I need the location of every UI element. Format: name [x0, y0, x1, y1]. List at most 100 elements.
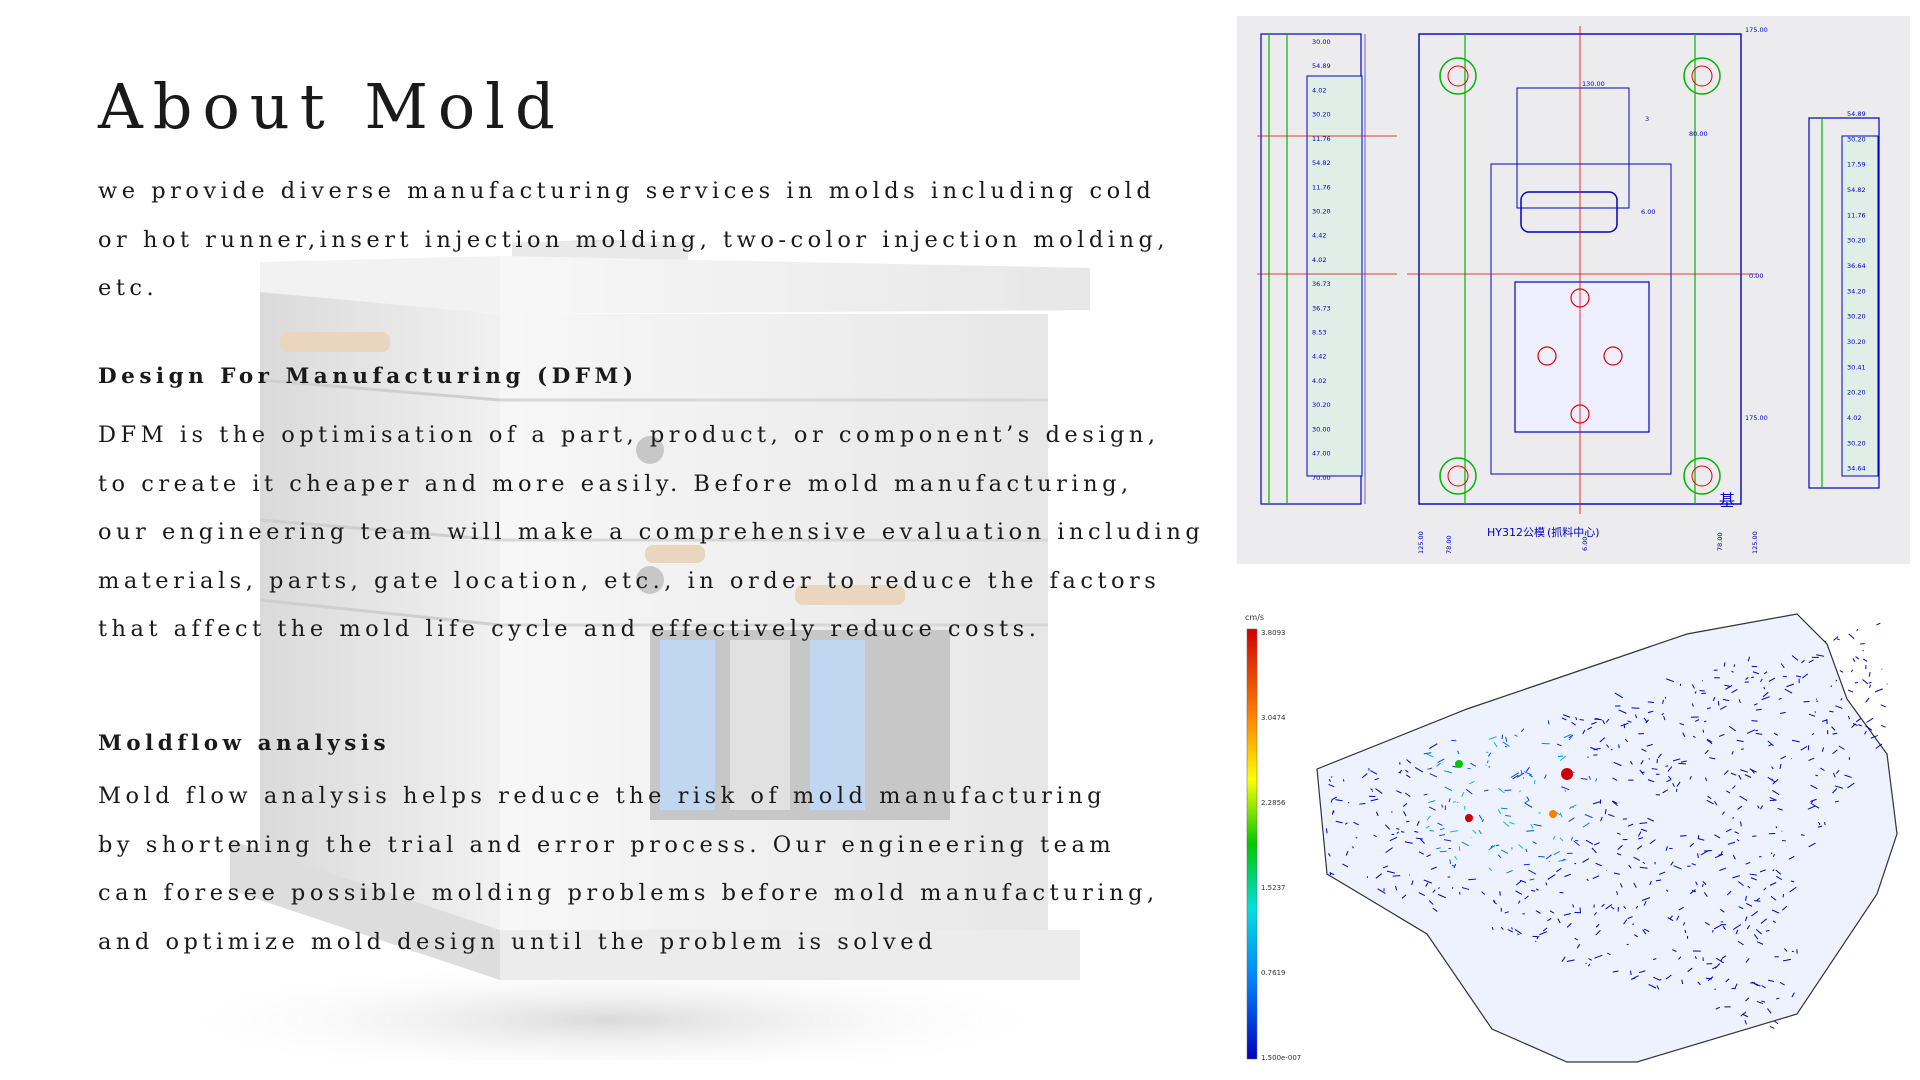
flow-vector — [1673, 758, 1681, 762]
flow-vector — [1493, 742, 1498, 748]
flow-vector — [1697, 853, 1699, 858]
flow-vector — [1561, 786, 1570, 791]
flow-vector — [1638, 837, 1644, 840]
flow-vector — [1634, 714, 1638, 719]
legend-tick-label: 3.0474 — [1261, 714, 1286, 722]
flow-vector — [1712, 929, 1714, 933]
cad-right-section-view — [1808, 117, 1880, 489]
cad-dimension-label: 34.64 — [1847, 465, 1866, 473]
flow-vector — [1619, 883, 1623, 888]
flow-vector — [1834, 800, 1839, 803]
flow-vector — [1599, 737, 1606, 743]
flow-vector — [1500, 807, 1508, 810]
flow-vector — [1771, 766, 1774, 770]
cad-dimension-label: 4.02 — [1312, 377, 1326, 385]
flow-vector — [1875, 743, 1883, 749]
flow-vector — [1552, 835, 1556, 840]
injection-mold-image — [190, 240, 1090, 1060]
flow-vector — [1832, 732, 1838, 735]
flow-vector — [1488, 736, 1497, 740]
flow-vector — [1706, 799, 1714, 805]
flow-vector — [1545, 854, 1552, 860]
flow-vector — [1744, 916, 1748, 922]
flow-vector — [1667, 766, 1673, 772]
flow-vector — [1640, 828, 1648, 832]
flow-vector — [1767, 979, 1775, 982]
flow-vector — [1774, 1020, 1779, 1025]
flow-vector — [1638, 970, 1646, 974]
flow-vector — [1558, 859, 1567, 862]
flow-vector — [1423, 879, 1432, 884]
flow-vector — [1579, 718, 1585, 721]
flow-vector — [1779, 763, 1782, 770]
flow-vector — [1559, 837, 1564, 842]
flow-vector — [1725, 684, 1733, 690]
flow-vector — [1528, 869, 1537, 875]
cad-dimension-label: 175.00 — [1745, 26, 1768, 34]
dfm-heading: Design For Manufacturing (DFM) — [98, 364, 638, 389]
flow-vector — [1439, 833, 1446, 837]
flow-vector — [1643, 900, 1647, 906]
cad-dimension-label: 30.20 — [1312, 401, 1331, 409]
flow-vector — [1683, 922, 1686, 926]
flow-vector — [1665, 889, 1669, 892]
flow-vector — [1493, 901, 1497, 905]
flow-vector — [1436, 847, 1441, 850]
flow-vector — [1714, 854, 1722, 859]
flow-vector — [1646, 743, 1653, 747]
flow-vector — [1695, 719, 1700, 722]
cad-dimension-label: 6.00 — [1641, 208, 1655, 216]
flow-vector — [1835, 705, 1843, 709]
flow-vector — [1618, 709, 1627, 714]
flow-vector — [1418, 851, 1425, 855]
mold-cad-drawing: 30.0054.894.0230.2011.7654.8211.7630.204… — [1237, 16, 1910, 564]
flow-vector — [1855, 656, 1860, 660]
flow-vector — [1353, 821, 1359, 826]
part-outline — [1316, 613, 1898, 1063]
flow-vector — [1780, 711, 1786, 714]
flow-vector — [1782, 675, 1787, 678]
flow-vector — [1733, 664, 1736, 668]
flow-vector — [1760, 918, 1768, 924]
flow-vector — [1510, 772, 1520, 778]
flow-vector — [1681, 979, 1684, 985]
flow-vector — [1767, 740, 1774, 747]
flow-vector — [1428, 900, 1434, 905]
flow-vector — [1630, 970, 1632, 976]
flow-vector — [1732, 875, 1740, 879]
flow-vector — [1707, 795, 1712, 800]
cad-dimension-label: 36.73 — [1312, 304, 1331, 312]
flow-vector — [1325, 828, 1328, 834]
flow-vector — [1375, 788, 1383, 794]
flow-vector — [1672, 782, 1675, 787]
flow-vector — [1709, 757, 1716, 760]
flow-vector — [1605, 718, 1610, 723]
flow-vector — [1751, 981, 1759, 987]
flow-vector — [1791, 992, 1795, 998]
cad-dimension-label: 80.00 — [1689, 130, 1708, 138]
flow-vector — [1399, 772, 1402, 774]
flow-vector — [1532, 841, 1537, 845]
flow-vector — [1833, 636, 1839, 641]
flow-vector — [1647, 817, 1655, 822]
dfm-line: our engineering team will make a compreh… — [98, 519, 1205, 545]
flow-vector — [1633, 856, 1640, 861]
flow-vector — [1832, 788, 1838, 794]
flow-vector — [1653, 976, 1661, 981]
flow-vector — [1342, 863, 1349, 868]
flow-vector — [1472, 829, 1477, 834]
flow-vector — [1670, 861, 1674, 866]
flow-vector — [1556, 743, 1562, 747]
cad-dimension-label: 4.02 — [1847, 414, 1861, 422]
flow-vector — [1802, 673, 1809, 679]
flow-vector — [1648, 983, 1657, 989]
flow-vector — [1751, 676, 1754, 679]
flow-vector — [1427, 768, 1429, 770]
intro-line: or hot runner,insert injection molding, … — [98, 226, 1170, 253]
flow-vector — [1754, 900, 1761, 902]
flow-vector — [1623, 906, 1627, 910]
dfm-paragraph: DFM is the optimisation of a part, produ… — [98, 411, 1205, 654]
flow-vector — [1731, 689, 1738, 694]
flow-vector — [1635, 905, 1639, 909]
flow-vector — [1636, 845, 1643, 850]
